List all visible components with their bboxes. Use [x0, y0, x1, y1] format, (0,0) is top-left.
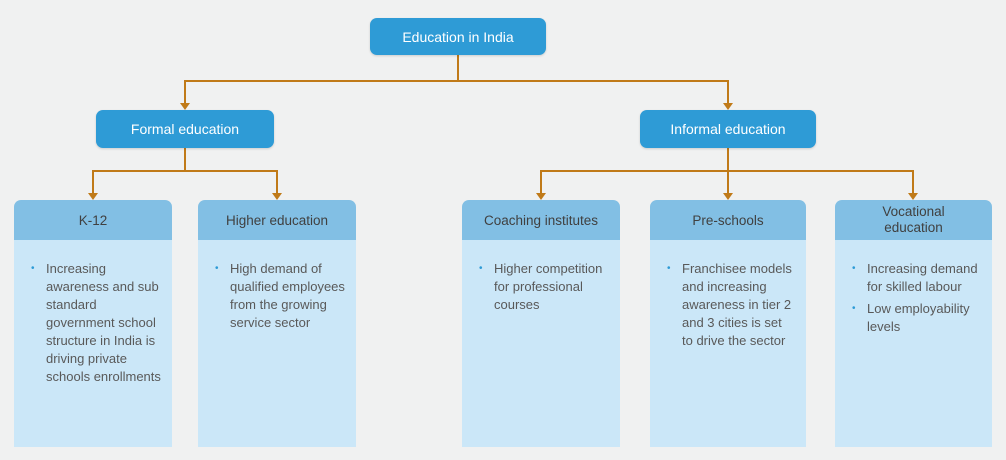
card-title: Higher education — [198, 200, 356, 240]
card-title: Pre-schools — [650, 200, 806, 240]
node-formal-education: Formal education — [96, 110, 274, 148]
bullet-text: High demand of qualified employees from … — [230, 261, 345, 330]
bullet-icon: • — [667, 263, 671, 274]
arrowhead-icon — [536, 193, 546, 200]
node-education-in-india: Education in India — [370, 18, 546, 55]
arrowhead-icon — [88, 193, 98, 200]
bullet-item: • Franchisee models and increasing aware… — [664, 260, 796, 350]
bullet-item: • High demand of qualified employees fro… — [212, 260, 346, 332]
card-body: • Increasing awareness and sub standard … — [14, 240, 172, 447]
connector-line — [92, 170, 94, 193]
connector-line — [727, 170, 729, 193]
card-k12: K-12 • Increasing awareness and sub stan… — [14, 200, 172, 447]
bullet-text: Low employability levels — [867, 301, 970, 334]
node-informal-education: Informal education — [640, 110, 816, 148]
bullet-text: Increasing awareness and sub standard go… — [46, 261, 161, 384]
card-higher-education: Higher education • High demand of qualif… — [198, 200, 356, 447]
card-pre-schools: Pre-schools • Franchisee models and incr… — [650, 200, 806, 447]
connector-line — [457, 55, 459, 80]
card-vocational-education: Vocational education • Increasing demand… — [835, 200, 992, 447]
connector-line — [540, 170, 542, 193]
bullet-icon: • — [31, 263, 35, 274]
card-body: • Franchisee models and increasing aware… — [650, 240, 806, 447]
card-body: • High demand of qualified employees fro… — [198, 240, 356, 447]
card-title: Vocational education — [835, 200, 992, 240]
connector-line — [184, 80, 729, 82]
connector-line — [276, 170, 278, 193]
connector-line — [727, 148, 729, 170]
bullet-text: Increasing demand for skilled labour — [867, 261, 978, 294]
bullet-item: • Higher competition for professional co… — [476, 260, 610, 314]
arrowhead-icon — [272, 193, 282, 200]
bullet-icon: • — [215, 263, 219, 274]
card-body: • Higher competition for professional co… — [462, 240, 620, 447]
connector-line — [184, 148, 186, 170]
bullet-text: Higher competition for professional cour… — [494, 261, 603, 312]
arrowhead-icon — [180, 103, 190, 110]
connector-line — [727, 80, 729, 103]
bullet-icon: • — [852, 263, 856, 274]
arrowhead-icon — [723, 103, 733, 110]
bullet-text: Franchisee models and increasing awarene… — [682, 261, 792, 348]
connector-line — [912, 170, 914, 193]
card-title: K-12 — [14, 200, 172, 240]
bullet-icon: • — [852, 303, 856, 314]
connector-line — [92, 170, 278, 172]
arrowhead-icon — [723, 193, 733, 200]
card-title: Coaching institutes — [462, 200, 620, 240]
bullet-item: • Low employability levels — [849, 300, 982, 336]
connector-line — [184, 80, 186, 103]
bullet-item: • Increasing demand for skilled labour — [849, 260, 982, 296]
bullet-item: • Increasing awareness and sub standard … — [28, 260, 162, 386]
bullet-icon: • — [479, 263, 483, 274]
arrowhead-icon — [908, 193, 918, 200]
card-coaching-institutes: Coaching institutes • Higher competition… — [462, 200, 620, 447]
card-body: • Increasing demand for skilled labour •… — [835, 240, 992, 447]
